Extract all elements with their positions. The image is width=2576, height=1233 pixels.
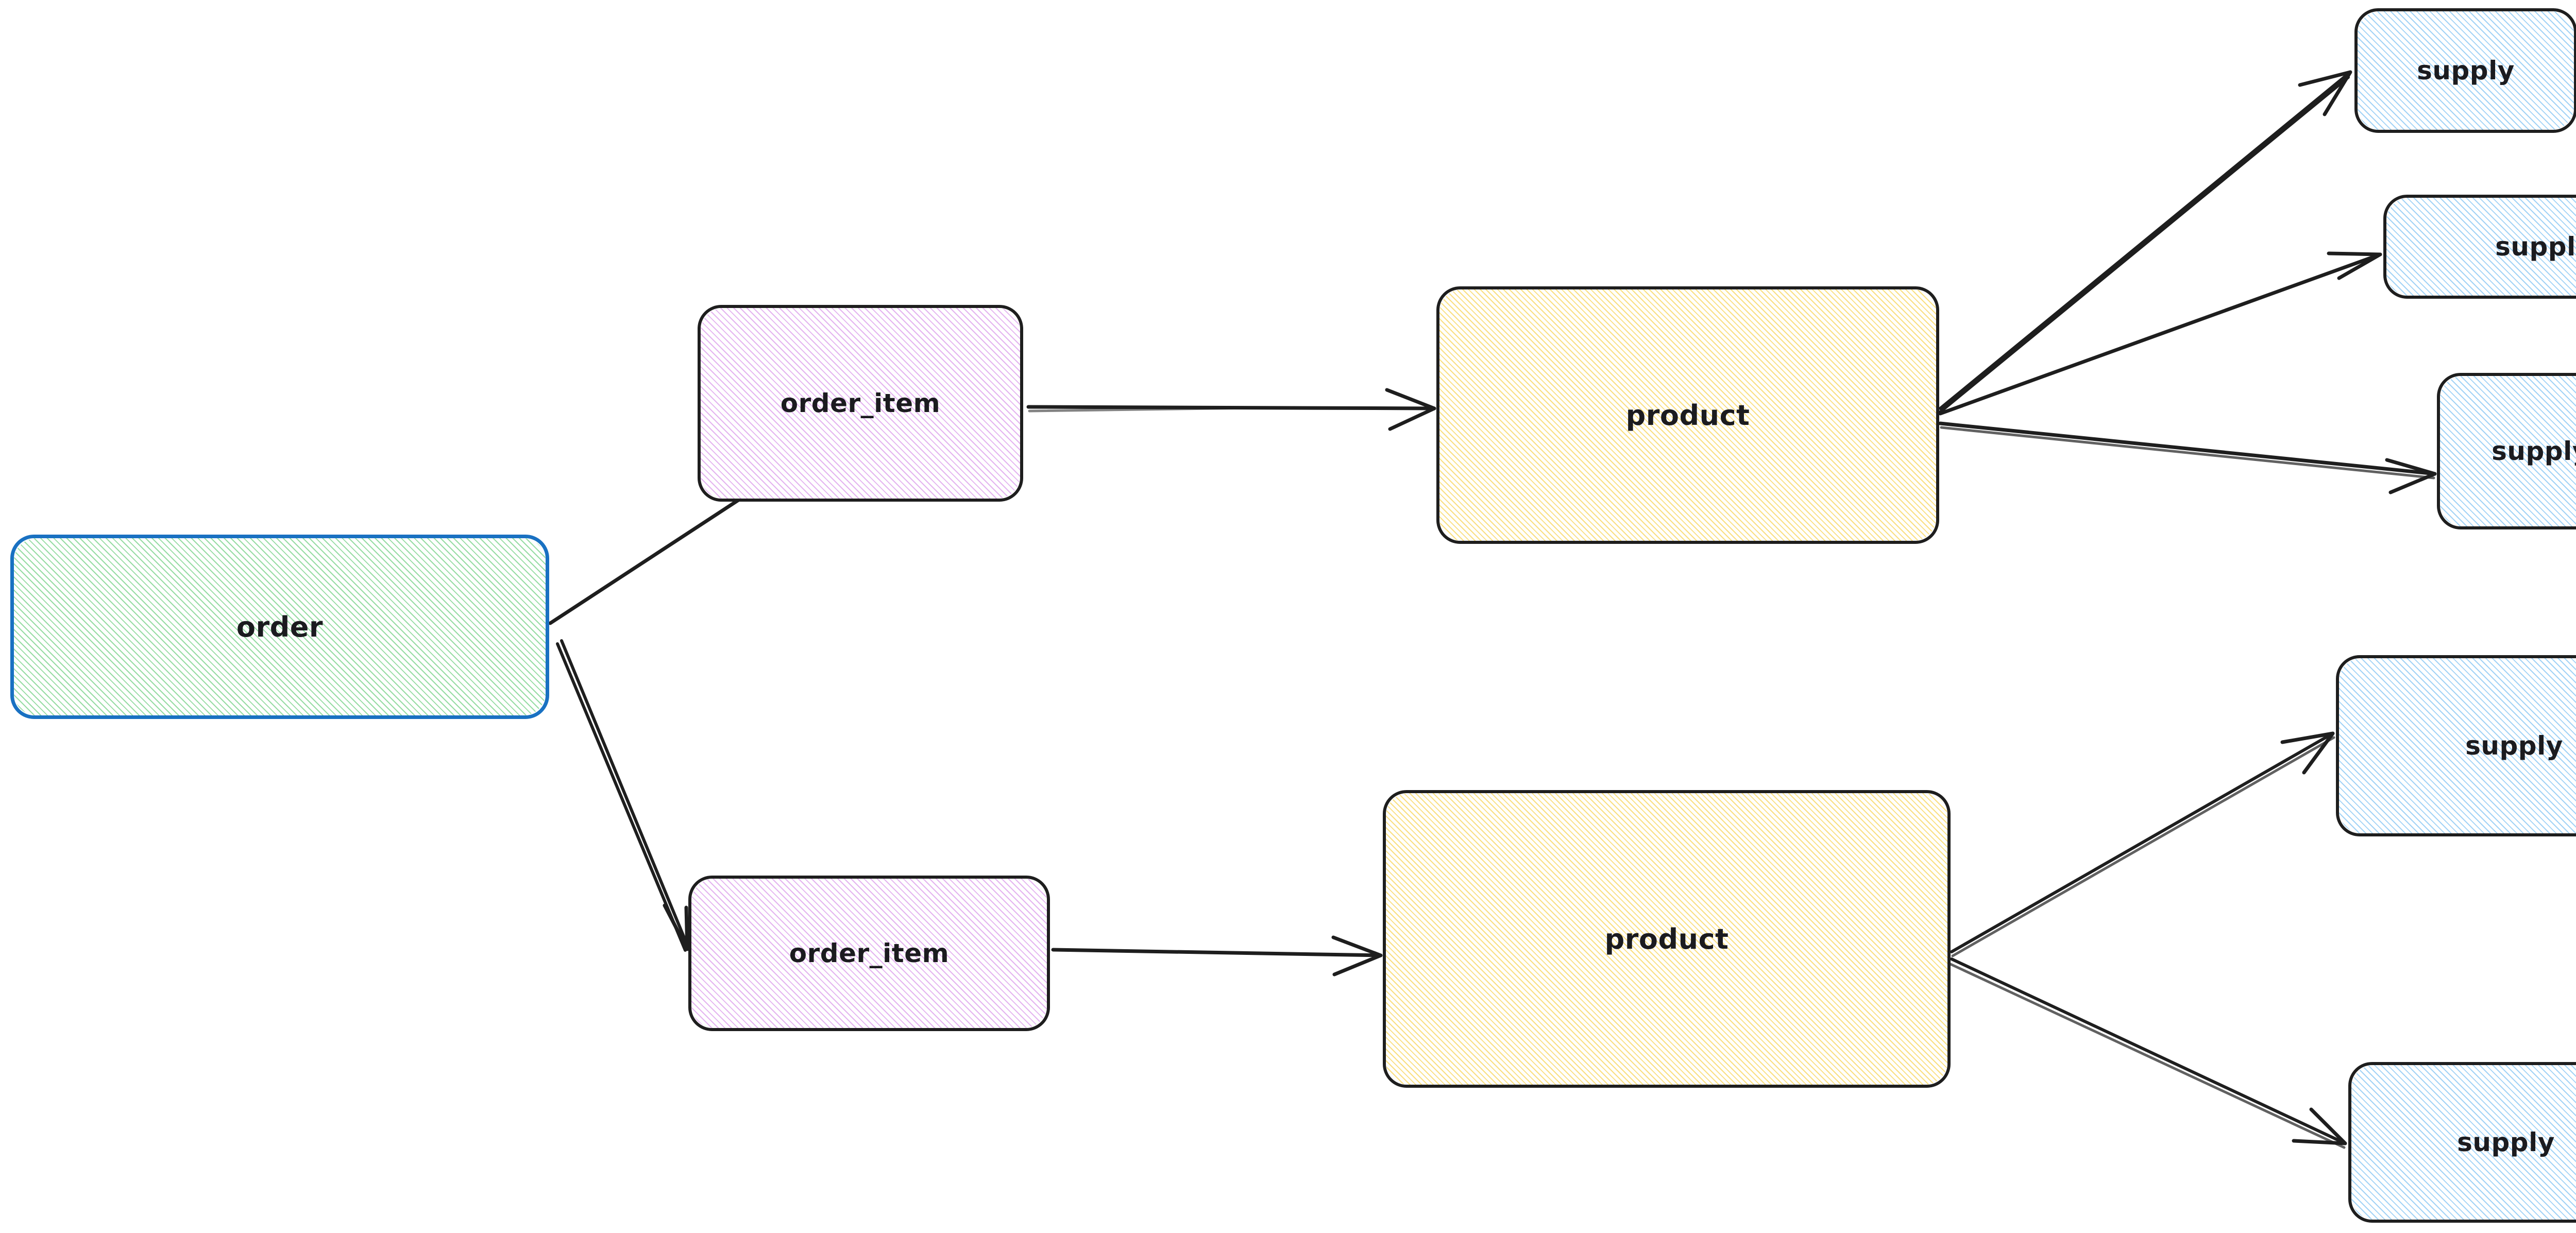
order-item-2-hatch-fill <box>691 879 1047 1028</box>
edge-order-item-1-to-product-1[interactable] <box>1026 388 1436 431</box>
node-product-2-label: product <box>1604 922 1729 955</box>
node-supply-2-label: supply <box>2495 232 2576 262</box>
node-supply-1-label: supply <box>2417 56 2515 85</box>
product-1-hatch-fill <box>1439 289 1936 541</box>
node-supply-2[interactable]: supply <box>2383 195 2576 299</box>
node-supply-4[interactable]: supply <box>2336 655 2576 836</box>
product-2-hatch-fill <box>1386 793 1947 1085</box>
edge-order-item-2-to-product-2[interactable] <box>1051 935 1383 977</box>
node-order-label: order <box>236 610 324 643</box>
supply-2-hatch-fill <box>2386 198 2576 296</box>
node-supply-4-label: supply <box>2465 731 2563 761</box>
edge-product-2-to-supply-5[interactable] <box>1949 957 2347 1149</box>
supply-5-hatch-fill <box>2351 1065 2576 1220</box>
edge-order-to-order-item-2[interactable] <box>556 639 690 952</box>
node-product-2[interactable]: product <box>1383 790 1951 1088</box>
node-product-1-label: product <box>1625 399 1750 432</box>
node-supply-3[interactable]: supply <box>2437 373 2576 529</box>
edge-product-2-to-supply-4[interactable] <box>1950 731 2335 957</box>
node-supply-5[interactable]: supply <box>2348 1062 2576 1223</box>
order-hatch-fill <box>14 538 546 715</box>
edge-product-1-to-supply-1[interactable] <box>1937 70 2352 415</box>
node-order[interactable]: order <box>10 535 549 719</box>
edge-product-1-to-supply-3[interactable] <box>1938 421 2437 494</box>
node-supply-5-label: supply <box>2457 1127 2555 1157</box>
supply-3-hatch-fill <box>2440 376 2576 526</box>
node-supply-1[interactable]: supply <box>2354 8 2576 133</box>
node-product-1[interactable]: product <box>1436 286 1939 544</box>
node-order-item-1-label: order_item <box>780 388 941 418</box>
node-order-item-2-label: order_item <box>789 938 950 968</box>
supply-4-hatch-fill <box>2339 658 2576 833</box>
node-supply-3-label: supply <box>2492 436 2576 466</box>
edge-product-1-to-supply-2[interactable] <box>1938 251 2382 416</box>
supply-1-hatch-fill <box>2358 11 2574 130</box>
node-order-item-2[interactable]: order_item <box>688 876 1050 1031</box>
order-item-1-hatch-fill <box>701 308 1020 499</box>
node-order-item-1[interactable]: order_item <box>698 305 1023 502</box>
